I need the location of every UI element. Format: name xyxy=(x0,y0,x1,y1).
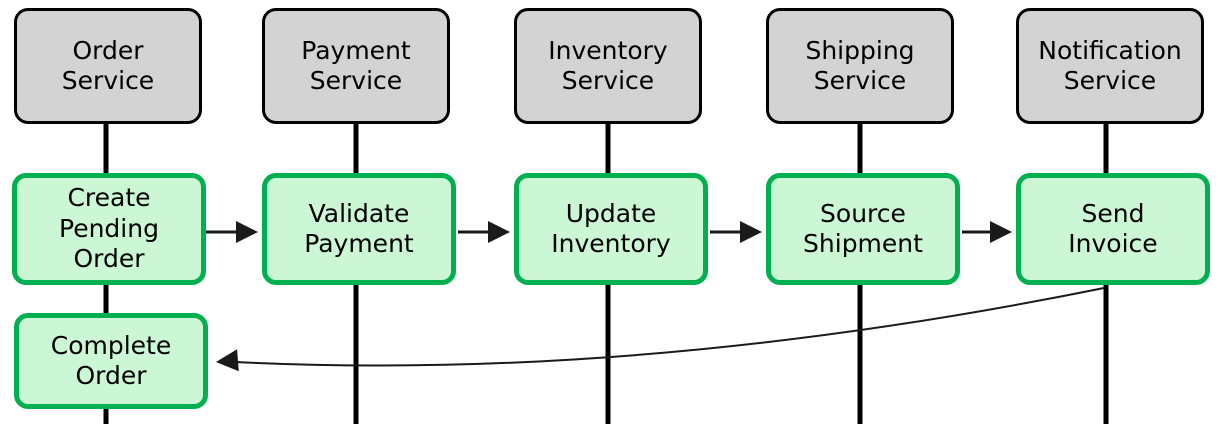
arrowhead-flow-send-to-complete xyxy=(216,349,239,372)
activity-label: Validate Payment xyxy=(304,198,414,259)
activity-label: Complete Order xyxy=(50,330,172,391)
arrowhead-flow-validate-to-update xyxy=(488,221,510,243)
activity-complete-order[interactable]: Complete Order xyxy=(14,313,208,409)
lifeline-head-label: Notification Service xyxy=(1038,35,1182,96)
lifeline-head-payment[interactable]: Payment Service xyxy=(262,8,450,124)
activity-source-shipment[interactable]: Source Shipment xyxy=(766,173,960,285)
lifeline-head-order[interactable]: Order Service xyxy=(14,8,202,124)
activity-label: Send Invoice xyxy=(1068,198,1158,259)
activity-update-inventory[interactable]: Update Inventory xyxy=(514,173,708,285)
arrowhead-flow-update-to-source xyxy=(740,221,762,243)
arrowhead-flow-create-to-validate xyxy=(236,221,258,243)
lifeline-head-notification[interactable]: Notification Service xyxy=(1016,8,1204,124)
lifeline-head-label: Payment Service xyxy=(301,35,411,96)
activity-send-invoice[interactable]: Send Invoice xyxy=(1016,173,1210,285)
activity-label: Update Inventory xyxy=(551,198,671,259)
activity-validate-payment[interactable]: Validate Payment xyxy=(262,173,456,285)
activity-label: Source Shipment xyxy=(803,198,923,259)
lifeline-head-label: Inventory Service xyxy=(548,35,668,96)
activity-create-pending-order[interactable]: Create Pending Order xyxy=(12,173,206,285)
lifeline-head-inventory[interactable]: Inventory Service xyxy=(514,8,702,124)
activity-label: Create Pending Order xyxy=(59,183,159,274)
lifeline-head-label: Order Service xyxy=(61,35,155,96)
arrowhead-flow-source-to-send xyxy=(990,221,1012,243)
lifeline-head-label: Shipping Service xyxy=(805,35,915,96)
connector-flow-send-to-complete xyxy=(235,287,1105,367)
lifeline-head-shipping[interactable]: Shipping Service xyxy=(766,8,954,124)
